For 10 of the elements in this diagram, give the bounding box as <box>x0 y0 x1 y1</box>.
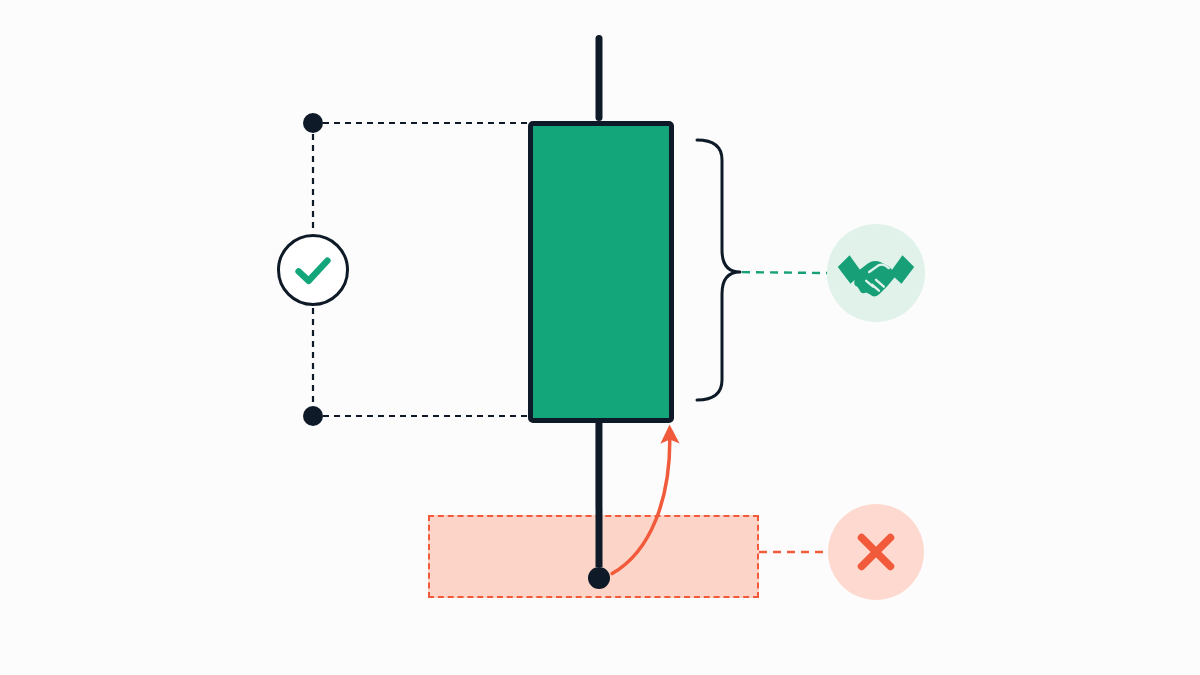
leader-line <box>742 270 827 275</box>
shaded-zone <box>428 515 759 598</box>
cross-circle-icon <box>828 504 924 600</box>
dot-icon <box>588 567 610 589</box>
check-circle-icon <box>277 234 349 306</box>
curly-brace <box>694 138 742 402</box>
candle-body <box>528 121 674 423</box>
handshake-icon <box>827 224 925 322</box>
curved-arrow <box>610 424 680 576</box>
wick-line <box>595 423 603 567</box>
